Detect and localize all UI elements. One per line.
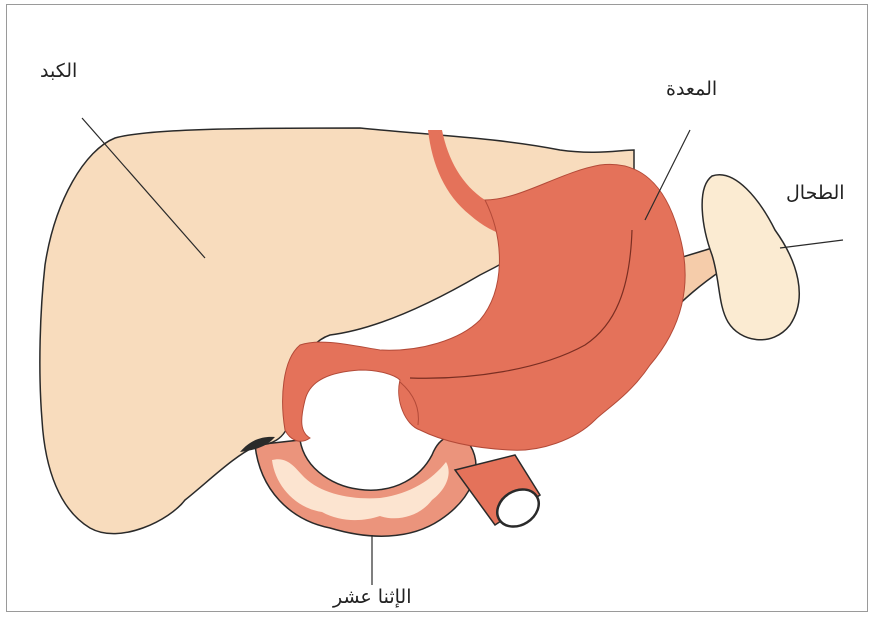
spleen [702,175,799,340]
spleen-leader-line [780,240,843,248]
duodenum-label: الإثنا عشر [333,586,411,608]
stomach-label: المعدة [666,78,717,100]
liver-label: الكبد [40,60,77,82]
spleen-label: الطحال [786,182,845,204]
